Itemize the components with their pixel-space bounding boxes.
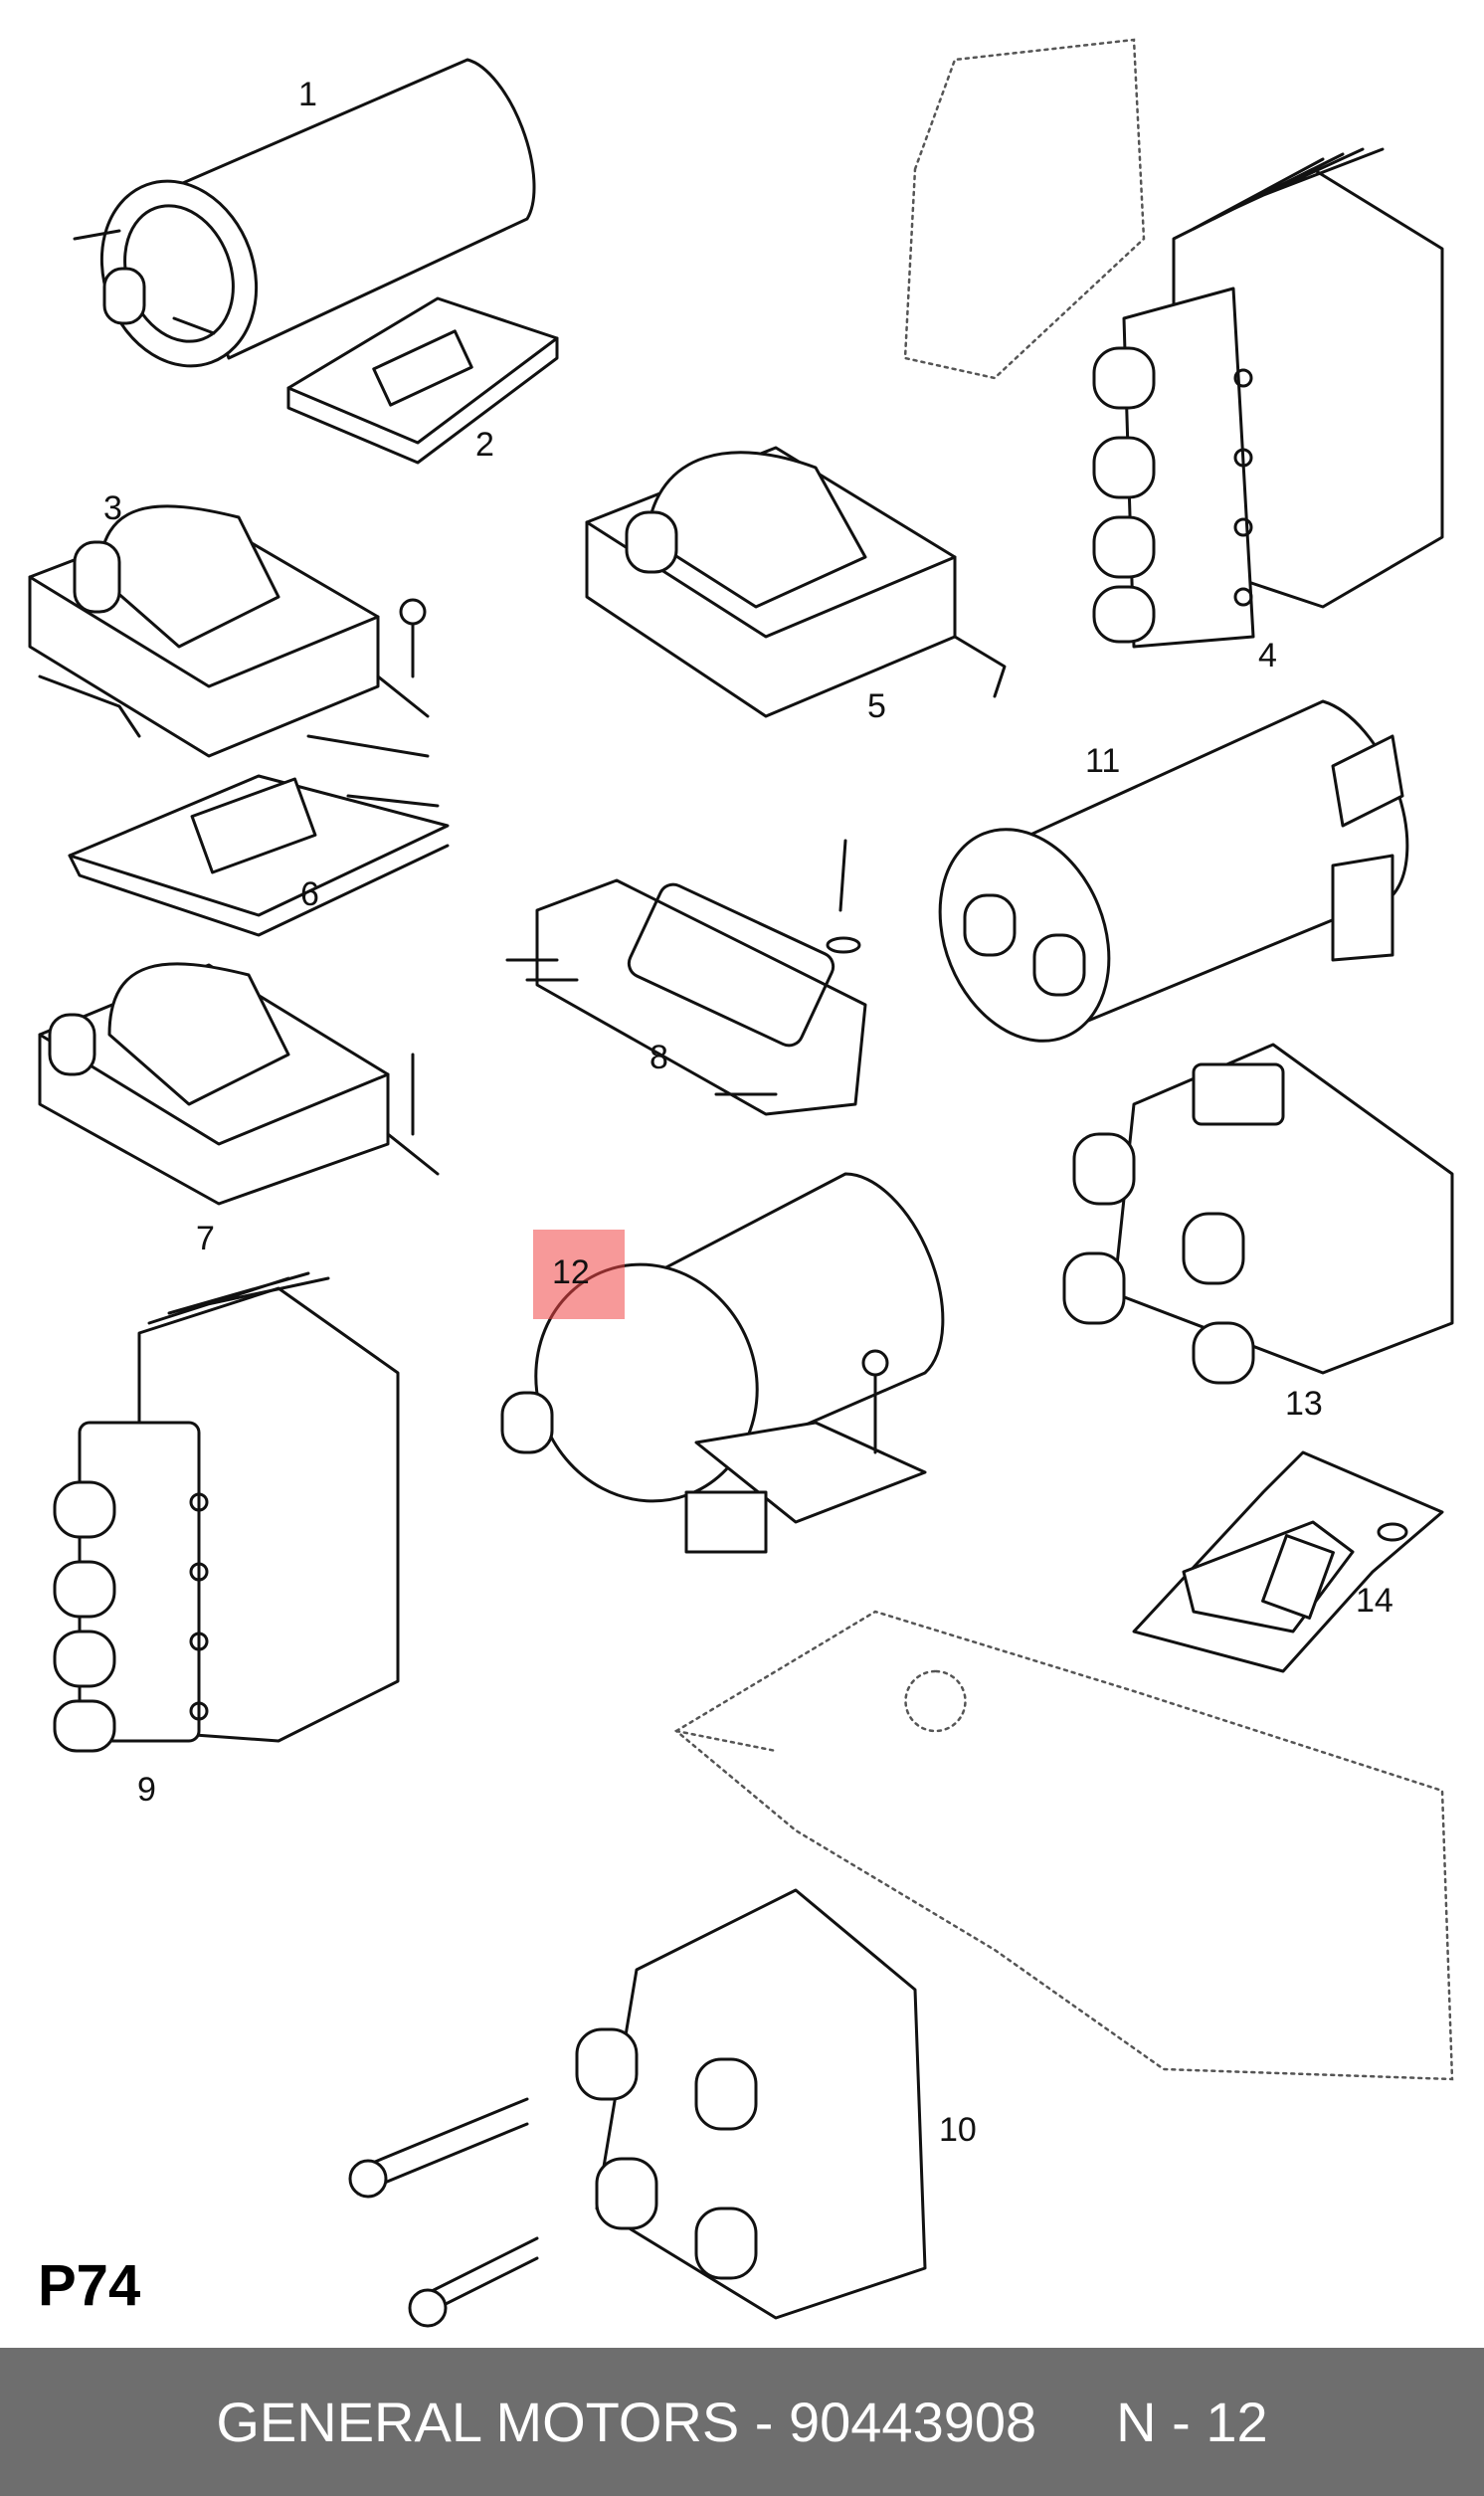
callout-5: 5 — [867, 687, 886, 725]
callout-3: 3 — [103, 489, 122, 527]
part-11-coil-drawing — [938, 699, 1409, 1043]
callout-2: 2 — [475, 426, 494, 464]
callout-4: 4 — [1258, 637, 1277, 674]
callout-8: 8 — [649, 1039, 668, 1076]
part-6-module-drawing — [68, 734, 450, 937]
part-1-coil-drawing — [73, 58, 536, 368]
part-9-dis-coil-drawing — [53, 1271, 400, 1753]
diagram-drawing — [28, 38, 1454, 2328]
callout-12: 12 — [552, 1253, 590, 1291]
callout-10: 10 — [939, 2111, 977, 2149]
highlighted-part-marker — [533, 1230, 625, 1319]
callout-7: 7 — [196, 1220, 215, 1257]
exploded-parts-diagram — [28, 38, 1454, 2328]
part-7-coil-drawing — [38, 962, 440, 1206]
part-14-module-drawing — [1132, 1450, 1444, 1673]
brand-part-number: GENERAL MOTORS - 90443908 — [216, 2391, 1037, 2453]
page-code: P74 — [38, 2253, 141, 2318]
callout-6: 6 — [300, 875, 319, 913]
callout-1: 1 — [298, 76, 317, 113]
callout-9: 9 — [137, 1771, 156, 1809]
part-10-coil-pack-drawing — [348, 1610, 1454, 2328]
callout-13: 13 — [1285, 1385, 1323, 1423]
callout-14: 14 — [1356, 1582, 1393, 1620]
diagram-reference: N - 12 — [1116, 2391, 1268, 2453]
part-5-coil-drawing — [585, 446, 1007, 718]
part-4-dis-coil-drawing — [903, 38, 1444, 649]
part-13-coil-pack-drawing — [1062, 1043, 1454, 1385]
part-3-coil-drawing — [28, 504, 430, 758]
footer-bar: GENERAL MOTORS - 90443908 N - 12 — [0, 2348, 1484, 2496]
part-2-module-drawing — [286, 296, 559, 465]
part-8-module-drawing — [505, 839, 867, 1116]
callout-11: 11 — [1085, 742, 1121, 780]
